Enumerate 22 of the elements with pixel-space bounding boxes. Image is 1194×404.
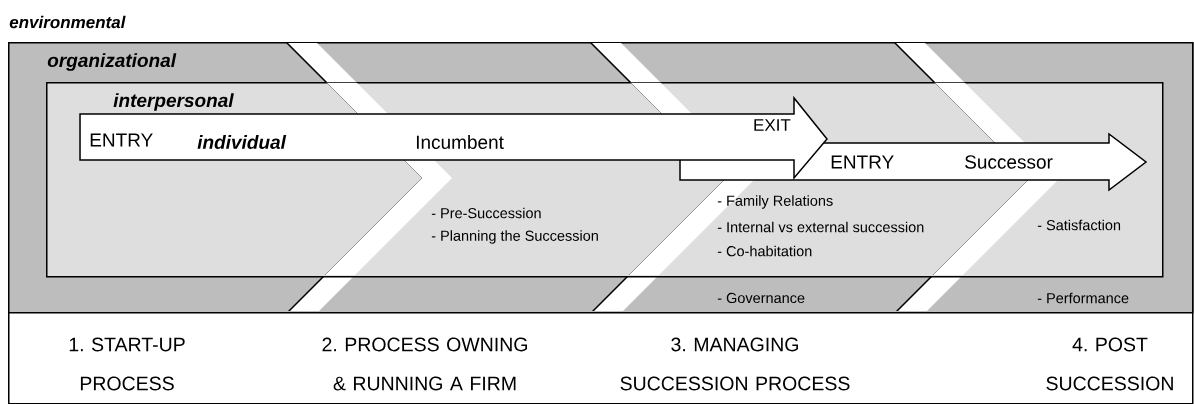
stage-label: 4. POST SUCCESSION <box>1046 337 1173 391</box>
heading: organizational <box>47 53 177 71</box>
heading: individual <box>197 135 287 149</box>
arrow-label: EXIT <box>754 119 791 131</box>
heading: environmental <box>9 15 126 29</box>
bullet-text: - Performance <box>1037 292 1129 304</box>
stage-label: 3. MANAGING SUCCESSION PROCESS <box>620 337 850 391</box>
arrow-label: ENTRY <box>831 155 894 169</box>
arrow-label: ENTRY <box>90 133 153 147</box>
arrow-label: Successor <box>965 155 1053 169</box>
bullet-text: - Planning the Succession <box>431 230 598 244</box>
incumbent-arrow <box>79 95 828 181</box>
bullet-text: - Internal vs external succession <box>717 221 924 233</box>
bullet-text: - Co-habitation <box>717 245 812 257</box>
bullet-text: - Pre-Succession <box>431 207 541 219</box>
heading: interpersonal <box>113 93 234 111</box>
stage-label: 1. START-UP PROCESS <box>69 337 185 391</box>
arrow-label: Incumbent <box>416 135 504 149</box>
stage-label: 2. PROCESS OWNING & RUNNING A FIRM <box>322 337 527 391</box>
bullet-text: - Governance <box>717 292 805 304</box>
bullet-text: - Satisfaction <box>1037 219 1121 231</box>
bullet-text: - Family Relations <box>717 195 833 209</box>
